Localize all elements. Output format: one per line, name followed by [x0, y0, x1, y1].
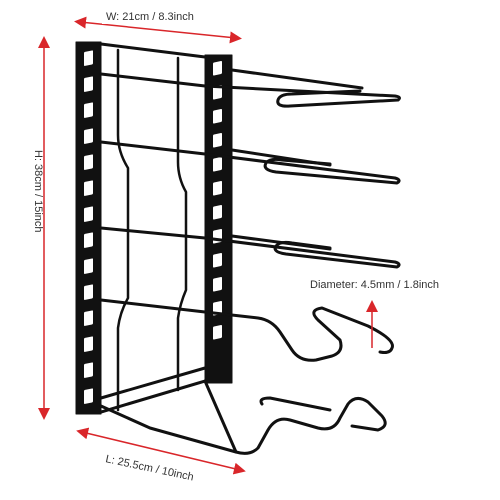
pot-rack-illustration — [75, 41, 401, 455]
dimension-labels: W: 21cm / 8.3inch H: 38cm / 15inch L: 25… — [22, 6, 466, 485]
left-side-panel — [75, 41, 102, 415]
diameter-label: Diameter: 4.5mm / 1.8inch — [310, 279, 439, 291]
width-label: W: 21cm / 8.3inch — [106, 11, 194, 23]
shelf-arm-5 — [99, 379, 387, 455]
dimension-arrows — [38, 16, 378, 475]
height-label: H: 38cm / 15inch — [32, 150, 44, 233]
shelf-arm-1 — [99, 68, 401, 108]
right-side-panel — [204, 54, 233, 384]
shelf-arm-2 — [99, 140, 401, 185]
shelf-arm-4 — [99, 298, 394, 362]
width-arrow — [74, 16, 242, 44]
length-arrow — [76, 427, 246, 475]
shelf-arm-3 — [99, 226, 401, 269]
